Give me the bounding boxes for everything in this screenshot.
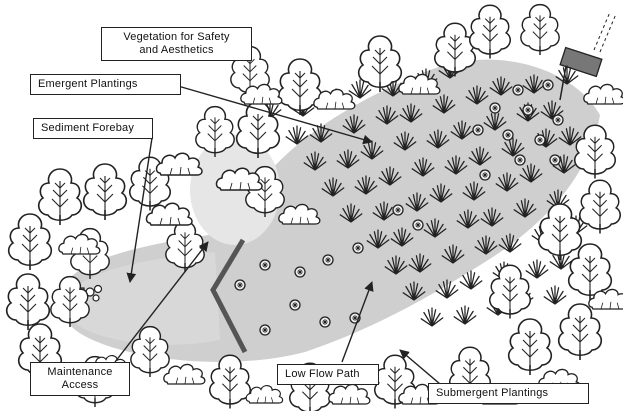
reed-icon	[544, 286, 566, 304]
reed-icon	[526, 260, 548, 278]
maintenance-label: Maintenance Access	[30, 362, 130, 396]
tree-icon	[39, 169, 82, 225]
lily-icon	[513, 85, 523, 95]
lily-icon	[290, 300, 300, 310]
vegetation-label: Vegetation for Safety and Aesthetics	[101, 27, 252, 61]
lily-icon	[490, 103, 500, 113]
maintenance-label-line2: Access	[38, 379, 122, 392]
lowflow-label: Low Flow Path	[277, 364, 379, 385]
tree-icon	[470, 5, 510, 58]
lily-icon	[480, 170, 490, 180]
shrub-icon	[156, 153, 202, 175]
lily-icon	[543, 80, 553, 90]
tree-icon	[359, 36, 402, 92]
forebay-label-text: Sediment Forebay	[41, 122, 145, 135]
tree-icon	[9, 214, 52, 270]
tree-icon	[521, 5, 559, 55]
vegetation-label-line2: and Aesthetics	[109, 44, 244, 57]
tree-icon	[580, 180, 620, 233]
lily-icon	[535, 135, 545, 145]
emergent-label: Emergent Plantings	[30, 74, 181, 95]
shrub-icon	[164, 364, 205, 384]
shrub-icon	[246, 386, 282, 403]
maintenance-label-line1: Maintenance	[38, 366, 122, 379]
forebay-label: Sediment Forebay	[33, 118, 153, 139]
reed-icon	[421, 308, 443, 326]
lily-icon	[515, 155, 525, 165]
lily-icon	[503, 130, 513, 140]
lily-icon	[260, 325, 270, 335]
shrub-icon	[584, 84, 623, 104]
tree-icon	[509, 319, 552, 375]
tree-icon	[7, 274, 50, 330]
shrub-icon	[329, 384, 370, 404]
tree-icon	[569, 244, 612, 300]
tree-icon	[559, 304, 602, 360]
lily-icon	[553, 115, 563, 125]
reed-icon	[454, 306, 476, 324]
lily-icon	[393, 205, 403, 215]
submergent-label: Submergent Plantings	[428, 383, 589, 404]
tree-icon	[84, 164, 127, 220]
tree-icon	[210, 355, 250, 408]
lily-icon	[550, 155, 560, 165]
lily-icon	[295, 267, 305, 277]
lily-icon	[320, 317, 330, 327]
lily-icon	[235, 280, 245, 290]
lily-icon	[353, 243, 363, 253]
lily-icon	[473, 125, 483, 135]
lily-icon	[523, 105, 533, 115]
lowflow-label-text: Low Flow Path	[285, 368, 371, 381]
lily-icon	[413, 220, 423, 230]
lily-icon	[323, 255, 333, 265]
submergent-label-text: Submergent Plantings	[436, 387, 581, 400]
emergent-label-text: Emergent Plantings	[38, 78, 173, 91]
lily-icon	[260, 260, 270, 270]
vegetation-label-line1: Vegetation for Safety	[109, 31, 244, 44]
